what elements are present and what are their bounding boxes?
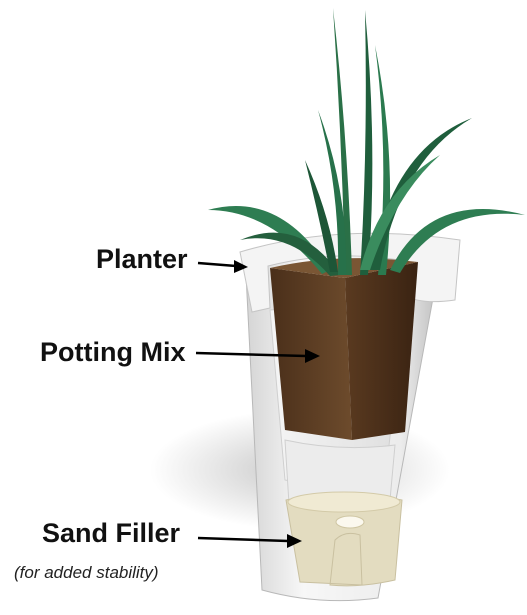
sand-filler-top xyxy=(288,492,400,512)
sand-filler-cap xyxy=(336,516,364,528)
label-planter: Planter xyxy=(96,244,188,275)
plant-leaves xyxy=(208,8,525,276)
label-sand-filler: Sand Filler xyxy=(42,518,180,549)
arrow-planter xyxy=(198,263,236,266)
label-sand-filler-note: (for added stability) xyxy=(14,563,159,583)
label-potting-mix: Potting Mix xyxy=(40,337,185,368)
